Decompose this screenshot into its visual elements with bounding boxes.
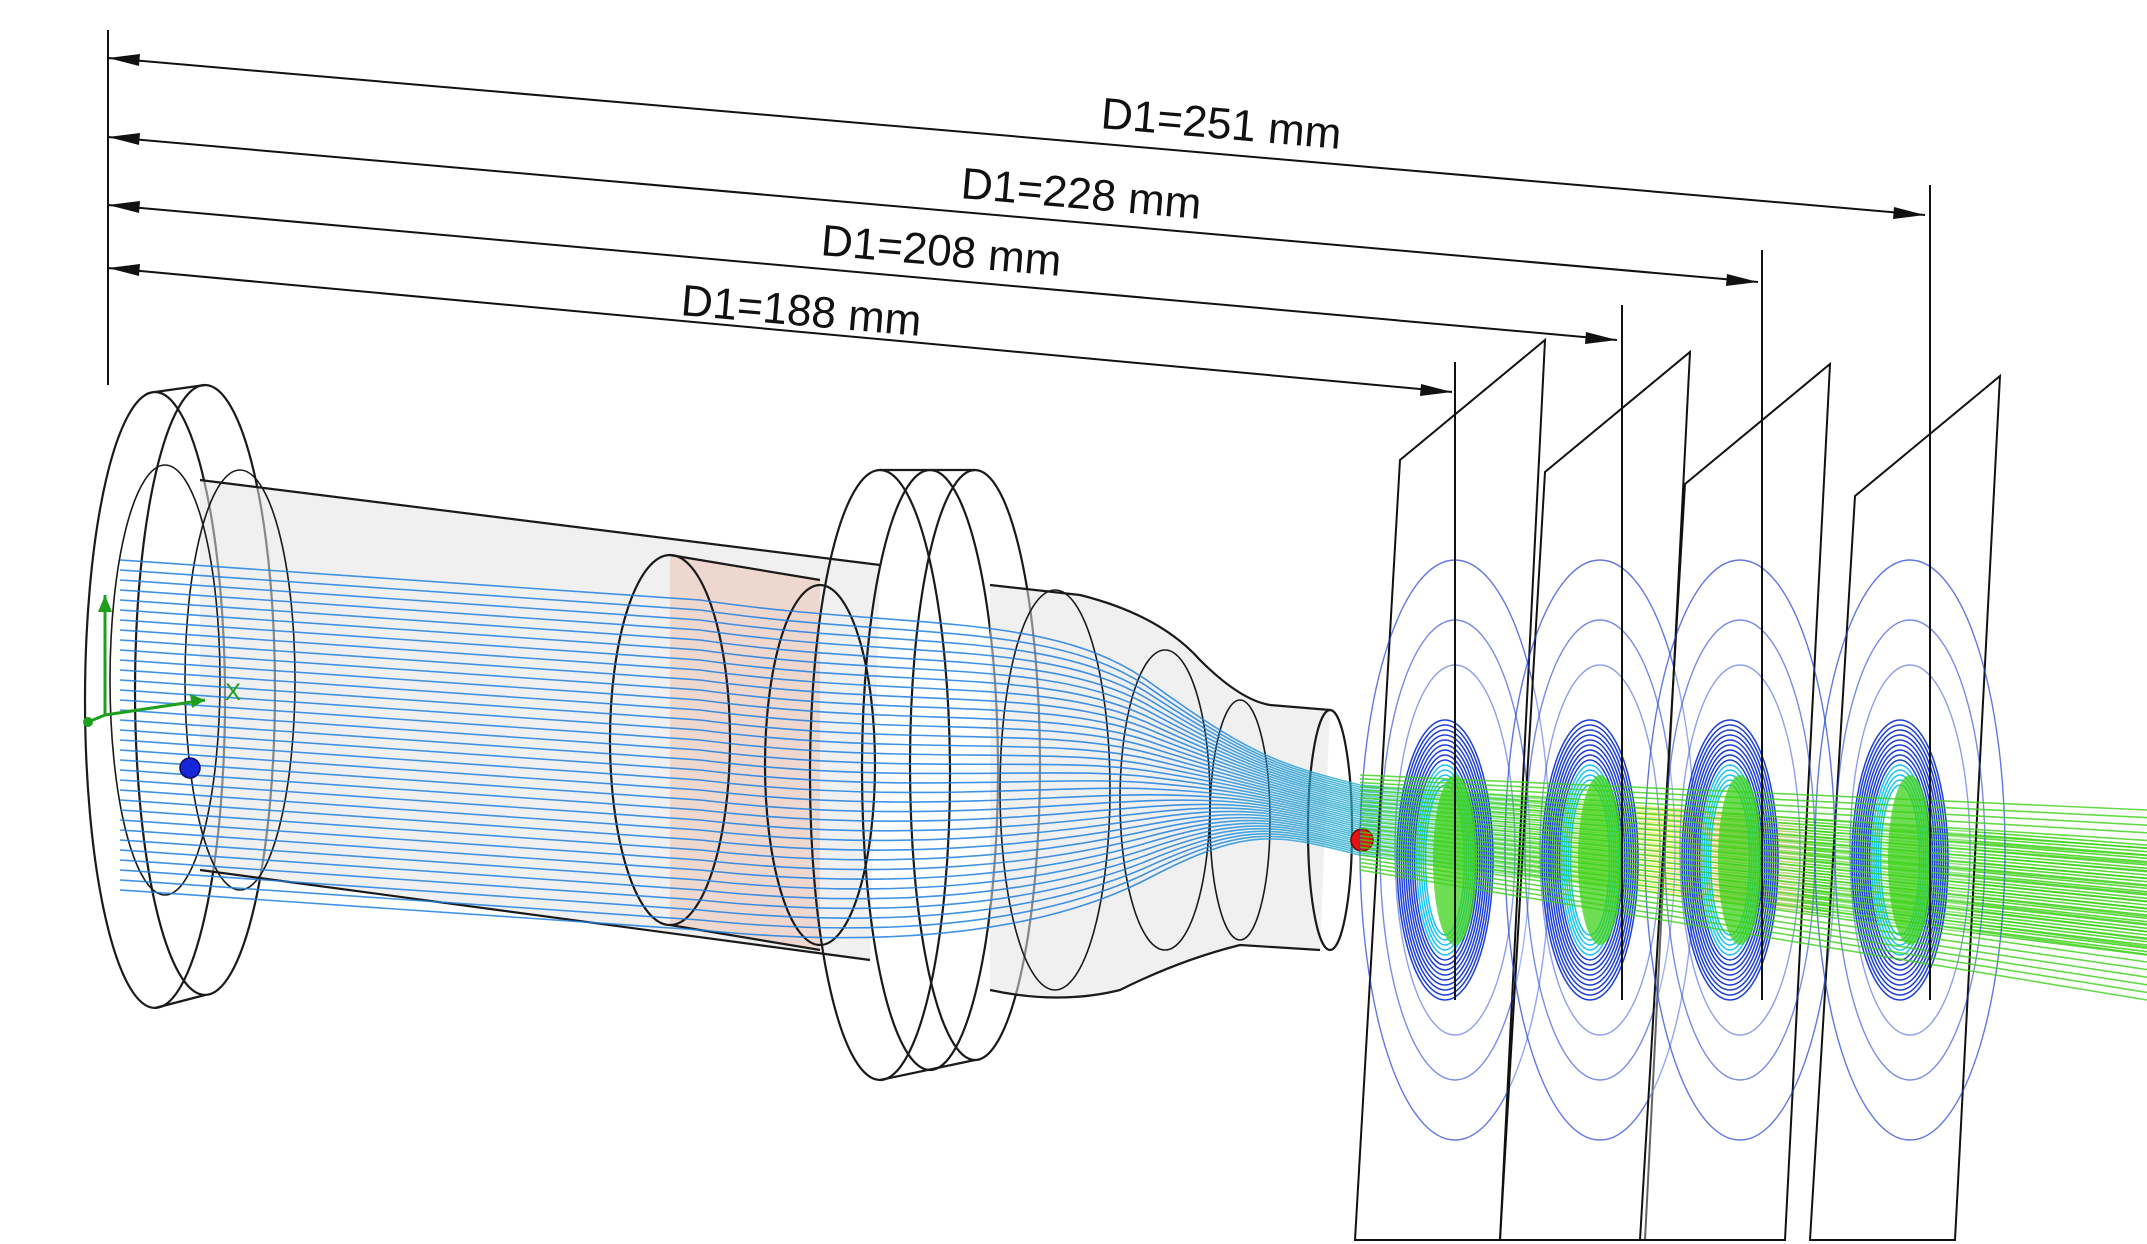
jet-streamline (1359, 808, 2147, 880)
streamline (119, 799, 2147, 926)
streamline (119, 709, 2147, 896)
streamline (119, 838, 2147, 956)
streamline (119, 559, 2147, 846)
nozzle-assembly (83, 383, 1354, 1082)
streamline (119, 649, 2147, 876)
jet-streamline (1359, 789, 2147, 842)
dimension-label-228: D1=228 mm (959, 159, 1203, 229)
streamline (119, 779, 2147, 920)
jet-streamline (1359, 812, 2147, 887)
streamline (119, 689, 2147, 890)
dimension-228: D1=228 mm (107, 133, 1763, 1000)
jet-streamline (1359, 827, 2147, 918)
streamline (119, 822, 2147, 936)
streamline (119, 835, 2147, 953)
converging-section (989, 583, 1354, 999)
jet-streamline (1359, 793, 2147, 849)
jet-streamline (1359, 869, 2147, 1001)
streamline (119, 827, 2147, 943)
streamline (119, 679, 2147, 886)
jet-streamline (1359, 819, 2147, 902)
jet-streamline (1359, 823, 2147, 910)
streamline (119, 589, 2147, 856)
streamline (119, 830, 2147, 946)
jet-streamline (1359, 835, 2147, 933)
streamline (119, 619, 2147, 866)
dimension-label-208: D1=208 mm (819, 216, 1063, 286)
streamline (119, 579, 2147, 853)
streamlines (119, 559, 2147, 956)
jet-streamline (1359, 846, 2147, 956)
jet-streamline (1359, 774, 2147, 811)
streamline (119, 789, 2147, 923)
jet-streamline (1359, 831, 2147, 925)
streamline (119, 569, 2147, 850)
jet-streamline (1359, 778, 2147, 819)
jet-streamline (1359, 816, 2147, 895)
jet-streamline (1359, 842, 2147, 948)
jet-streamline (1359, 865, 2147, 994)
streamline (119, 609, 2147, 863)
jet-streamline (1359, 797, 2147, 857)
inlet-marker (179, 757, 201, 779)
dimension-label-251: D1=251 mm (1099, 89, 1343, 159)
jet-streamline (1359, 800, 2147, 864)
streamline (119, 819, 2147, 933)
streamline (119, 669, 2147, 883)
streamline (119, 699, 2147, 893)
streamline (119, 769, 2147, 916)
streamline (119, 749, 2147, 910)
streamline (119, 809, 2147, 930)
streamline (119, 659, 2147, 880)
jet-streamline (1359, 804, 2147, 872)
jet-streamline (1359, 785, 2147, 834)
free-jet (1359, 774, 2147, 1001)
jet-streamline (1359, 781, 2147, 826)
streamline (119, 739, 2147, 906)
axis-triad: X (83, 595, 241, 727)
jet-streamline (1359, 838, 2147, 940)
jet-streamline (1359, 861, 2147, 986)
streamline (119, 825, 2147, 940)
jet-streamline (1359, 857, 2147, 978)
streamline (119, 833, 2147, 950)
streamline (119, 719, 2147, 900)
jet-streamline (1359, 854, 2147, 971)
streamline (119, 729, 2147, 903)
streamline (119, 599, 2147, 860)
jet-streamline (1359, 850, 2147, 963)
x-axis-label: X (225, 679, 241, 706)
streamline (119, 759, 2147, 913)
dimension-label-188: D1=188 mm (679, 276, 923, 346)
streamline (119, 639, 2147, 873)
streamline (119, 629, 2147, 870)
